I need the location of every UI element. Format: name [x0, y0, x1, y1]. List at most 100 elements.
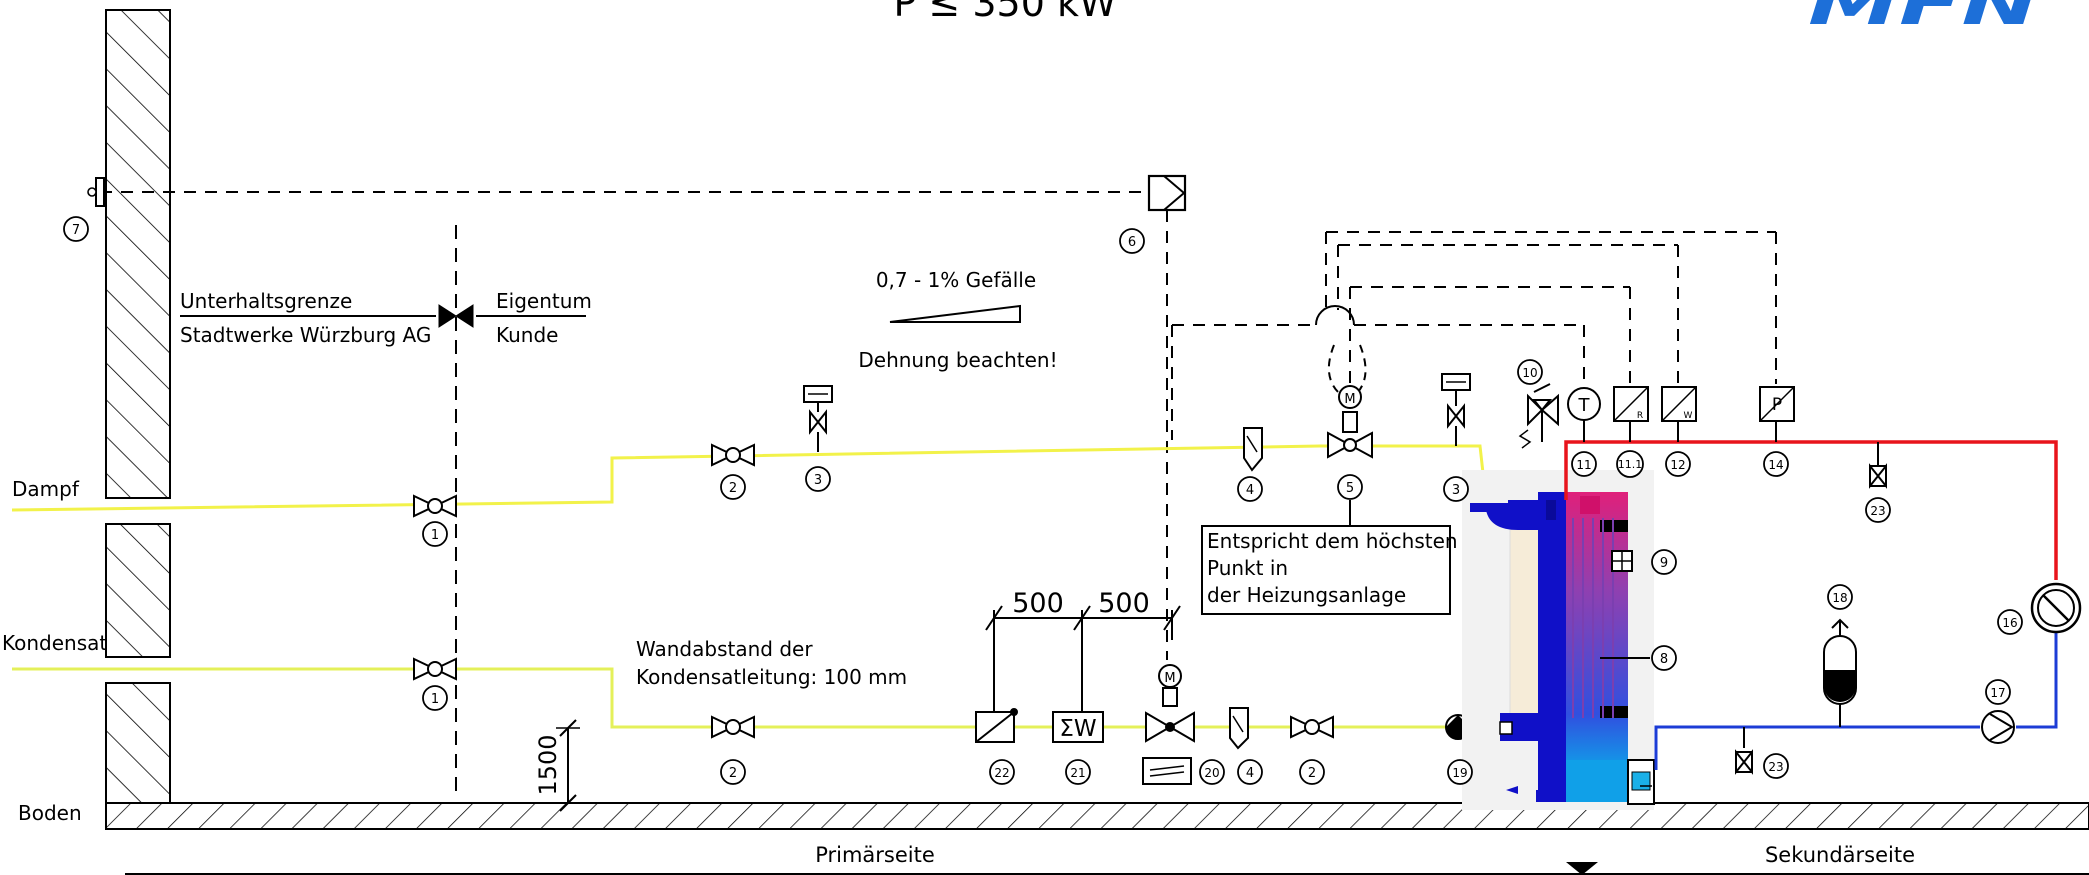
marker-3-a-label: 3: [814, 473, 822, 488]
marker-23-supply-label: 23: [1870, 504, 1885, 518]
dimension-1500-label: 1500: [534, 734, 562, 795]
marker-3-b: [1443, 476, 1469, 502]
marker-9-label: 9: [1660, 556, 1668, 571]
side-divider-valve: [1566, 862, 1598, 875]
marker-12-label: 12: [1670, 458, 1685, 472]
temperature-limiter-11-1-symbol: R: [1637, 411, 1643, 421]
marker-4-condensate-label: 4: [1246, 766, 1254, 781]
pressure-switch-14: [1759, 386, 1795, 442]
marker-5-label: 5: [1346, 481, 1354, 496]
expansion-note: Dehnung beachten!: [858, 348, 1057, 372]
flow-sensor-22: [975, 708, 1018, 743]
primary-side-label: Primärseite: [815, 843, 935, 867]
marker-20-label: 20: [1204, 766, 1219, 780]
marker-2-condensate-b: [1299, 759, 1325, 785]
building-wall: [105, 9, 171, 804]
floor-label: Boden: [18, 801, 82, 825]
marker-3-b-label: 3: [1452, 483, 1460, 498]
marker-3-a: [805, 466, 831, 492]
strainer-4-condensate: [1229, 707, 1249, 750]
marker-11-1: [1616, 450, 1644, 478]
return-line: [1654, 630, 2058, 770]
pressure-switch-14-symbol: P: [1772, 395, 1782, 415]
secondary-side-label: Sekundärseite: [1765, 843, 1915, 867]
marker-7-label: 7: [72, 223, 80, 238]
dimension-500-left: 500: [1012, 588, 1064, 619]
motor-cable-right: [1357, 344, 1367, 393]
outdoor-sensor-icon: [87, 177, 105, 207]
marker-17-label: 17: [1990, 686, 2005, 700]
heat-meter-symbol: ΣW: [1059, 716, 1096, 742]
temperature-monitor-12: [1661, 386, 1697, 442]
temperature-monitor-12-symbol: W: [1684, 411, 1693, 421]
highest-point-note-1: Entspricht dem höchsten: [1207, 529, 1458, 553]
marker-2-steam-label: 2: [729, 481, 737, 496]
marker-4-condensate: [1237, 759, 1263, 785]
steam-line: [11, 444, 1488, 512]
expansion-vessel-18: [1823, 618, 1857, 727]
company-logo: MFN: [1808, 0, 2038, 38]
marker-22: [989, 759, 1015, 785]
marker-14-label: 14: [1768, 458, 1783, 472]
drain-valve-23-return: [1735, 727, 1753, 775]
marker-6-label: 6: [1128, 235, 1136, 250]
marker-18: [1827, 584, 1853, 610]
page-title: P ≤ 350 kW: [893, 0, 1116, 25]
marker-2-condensate-b-label: 2: [1308, 766, 1316, 781]
marker-8-label: 8: [1660, 652, 1668, 667]
marker-17: [1985, 679, 2011, 705]
boundary-valve-symbol: [438, 304, 474, 328]
marker-23-supply: [1865, 497, 1891, 523]
marker-21: [1065, 759, 1091, 785]
controller-icon: [1147, 174, 1187, 212]
dimension-500-500: [985, 605, 1181, 712]
supply-line: [1564, 440, 2058, 580]
valve-1-steam: [413, 494, 457, 518]
motor-label-valve5: M: [1344, 392, 1355, 407]
control-valve-5: [1327, 385, 1373, 459]
marker-11-label: 11: [1576, 458, 1591, 472]
marker-5: [1337, 474, 1363, 500]
marker-7: [63, 216, 89, 242]
condensate-label: Kondensat: [2, 631, 107, 655]
marker-22-label: 22: [994, 766, 1009, 780]
motor-label-valve20: M: [1164, 671, 1175, 686]
marker-18-label: 18: [1832, 591, 1847, 605]
marker-11: [1571, 451, 1597, 477]
marker-4-steam: [1237, 476, 1263, 502]
marker-6: [1119, 228, 1145, 254]
steam-label: Dampf: [12, 477, 80, 501]
marker-4-steam-label: 4: [1246, 483, 1254, 498]
marker-12: [1665, 451, 1691, 477]
customer-label: Kunde: [496, 323, 558, 347]
dimension-500-right: 500: [1098, 588, 1150, 619]
marker-19-label: 19: [1452, 766, 1467, 780]
safety-valve-3-b: [1441, 373, 1471, 446]
signal-crossover: [1315, 305, 1355, 326]
marker-2-steam: [720, 474, 746, 500]
dimension-1500: [556, 719, 580, 812]
temperature-sensor-11: [1567, 387, 1601, 442]
wall-distance-note-1: Wandabstand der: [636, 637, 813, 661]
marker-2-condensate-a-label: 2: [729, 766, 737, 781]
marker-1-steam-label: 1: [431, 528, 439, 543]
marker-19: [1447, 759, 1473, 785]
ownership-label: Eigentum: [496, 289, 592, 313]
marker-16-label: 16: [2002, 616, 2017, 630]
marker-14: [1763, 451, 1789, 477]
valve-2-steam: [711, 443, 755, 467]
marker-8: [1651, 645, 1677, 671]
control-valve-20: [1142, 664, 1195, 785]
highest-point-note-box: [1201, 525, 1451, 615]
temperature-limiter-11-1: [1613, 386, 1649, 442]
strainer-4-steam: [1243, 427, 1263, 472]
marker-1-condensate: [422, 685, 448, 711]
temperature-sensor-11-symbol: T: [1578, 395, 1591, 416]
marker-16: [1997, 609, 2023, 635]
marker-9: [1651, 549, 1677, 575]
drain-valve-23-supply: [1869, 442, 1887, 489]
wall-distance-note-2: Kondensatleitung: 100 mm: [636, 665, 907, 689]
marker-10-label: 10: [1522, 366, 1537, 380]
marker-11-1-label: 11.1: [1618, 458, 1643, 471]
